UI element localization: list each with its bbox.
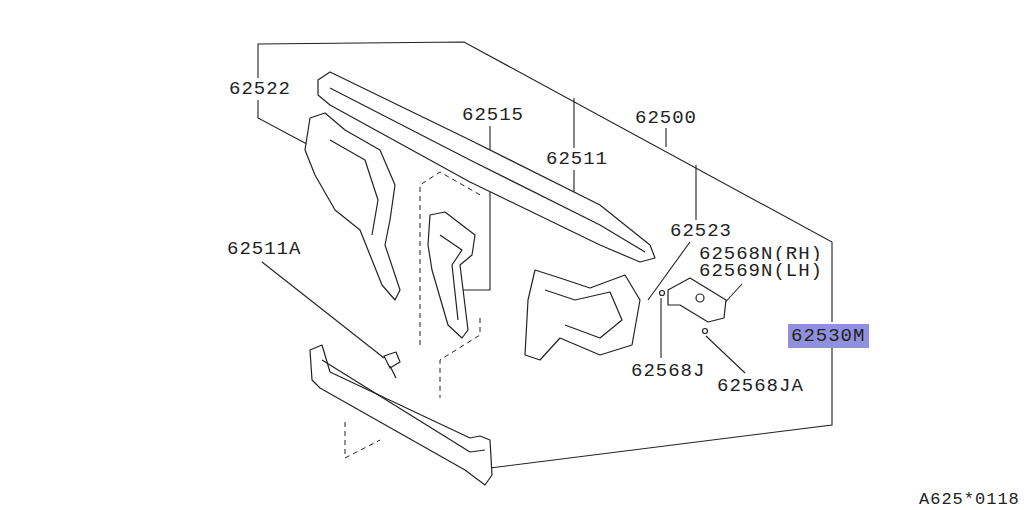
part-number: 62511A (226, 239, 302, 259)
part-number: 62569N(LH) (698, 261, 824, 281)
part-shapes (305, 72, 726, 485)
part-number: 62522 (228, 79, 292, 99)
part-number: 62568J (630, 361, 706, 381)
part-number: 62523 (669, 221, 733, 241)
figure-code: A625*0118 (918, 490, 1021, 510)
part-number: 62511 (545, 149, 609, 169)
part-number: 62515 (461, 105, 525, 125)
highlighted-part-number: 62530M (788, 324, 869, 348)
group-outline (258, 42, 832, 468)
part-number: 62568JA (716, 376, 805, 396)
part-number: 62530M (791, 326, 866, 346)
part-number: 62500 (634, 108, 698, 128)
